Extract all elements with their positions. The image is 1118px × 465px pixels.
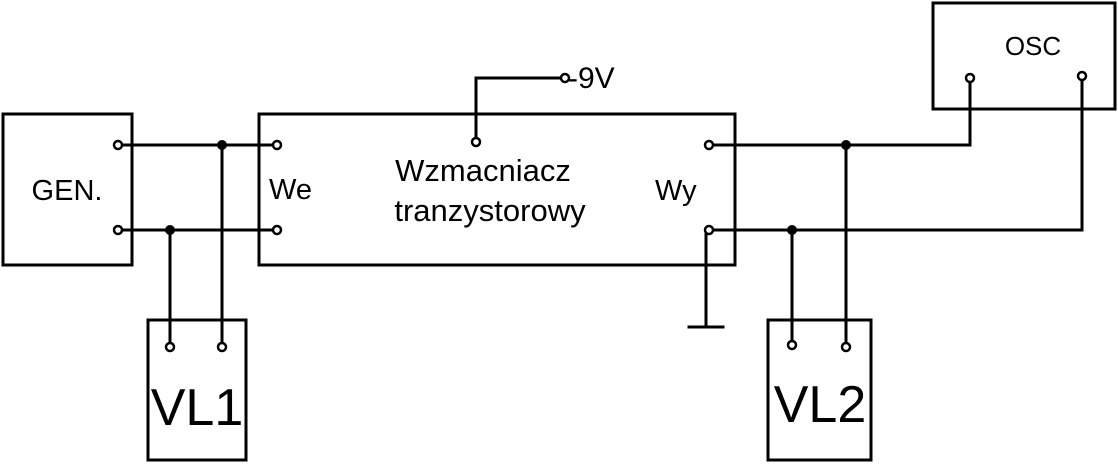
amplifier-block	[257, 112, 737, 267]
amplifier-input-label: We	[269, 174, 312, 206]
junction-dot	[217, 140, 227, 150]
voltmeter1-terminal-right	[216, 341, 228, 353]
amplifier-input-terminal-bottom	[271, 224, 283, 236]
amplifier-supply-terminal	[470, 136, 482, 148]
oscilloscope-label: OSC	[1005, 31, 1061, 61]
amplifier-name-line1: Wzmacniacz	[395, 153, 571, 188]
voltmeter2-block	[766, 318, 873, 462]
amplifier-name-line2: tranzystorowy	[394, 193, 586, 228]
voltmeter2-terminal-left	[786, 339, 798, 351]
amplifier-input-terminal-top	[271, 139, 283, 151]
junction-dot	[841, 140, 851, 150]
supply-terminal	[559, 72, 571, 84]
oscilloscope-terminal-left	[964, 72, 976, 84]
voltmeter1-label: VL1	[151, 379, 244, 437]
generator-label: GEN.	[32, 175, 103, 207]
supply-label: -9V	[568, 62, 615, 95]
wire-supply	[474, 76, 565, 144]
generator-block	[1, 112, 134, 267]
voltmeter1-block	[146, 318, 248, 462]
junction-dot	[165, 225, 175, 235]
amplifier-output-terminal-bottom	[703, 224, 715, 236]
voltmeter2-label: VL2	[774, 376, 867, 434]
voltmeter2-terminal-right	[840, 341, 852, 353]
amplifier-output-terminal-top	[703, 139, 715, 151]
oscilloscope-terminal-right	[1076, 70, 1088, 82]
wire-osc-left	[844, 76, 972, 147]
oscilloscope-block	[931, 1, 1117, 111]
generator-terminal-bottom	[112, 224, 124, 236]
junction-dot	[787, 225, 797, 235]
generator-terminal-top	[112, 139, 124, 151]
voltmeter1-terminal-left	[164, 341, 176, 353]
amplifier-output-label: Wy	[655, 175, 697, 207]
